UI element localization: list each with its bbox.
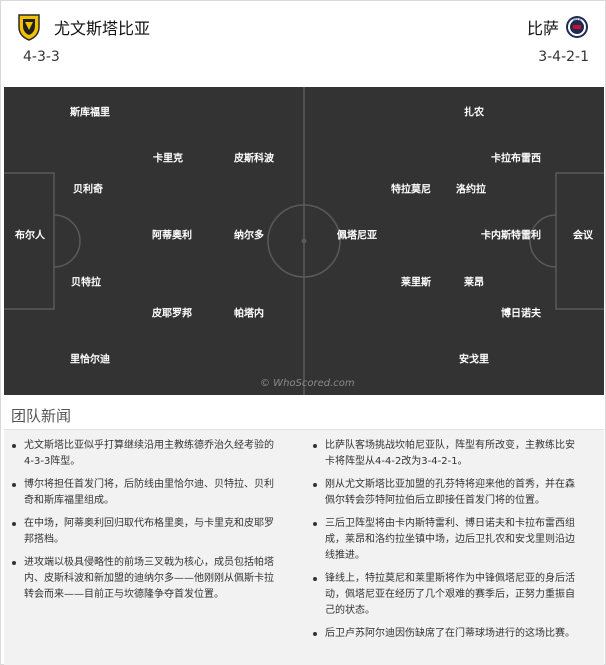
pitch: 斯库福里 贝利奇 布尔人 贝特拉 里恰尔迪 卡里克 阿蒂奥利 皮耶罗邦 皮斯科波… [4, 87, 604, 395]
news-item: 尤文斯塔比亚似乎打算继续沿用主教练德乔治久经考验的4-3-3阵型。 [10, 438, 280, 470]
news-item: 博尔将担任首发门将，后防线由里恰尔迪、贝特拉、贝利奇和斯库福里组成。 [10, 477, 280, 509]
whoscored-watermark: © WhoScored.com [260, 378, 355, 389]
team-news-title: 团队新闻 [11, 407, 72, 425]
home-team[interactable]: 尤文斯塔比亚 [17, 13, 150, 41]
home-formation: 4-3-3 [23, 49, 60, 65]
player-away-4[interactable]: 洛约拉 [456, 184, 486, 196]
player-away-9[interactable]: 莱昂 [464, 277, 484, 289]
player-home-4[interactable]: 贝特拉 [71, 277, 101, 289]
pisa-crest-icon: PISA [566, 16, 588, 38]
match-header: 尤文斯塔比亚 4-3-3 比萨 PISA 3-4-2-1 [1, 1, 605, 87]
player-home-6[interactable]: 卡里克 [153, 153, 183, 165]
player-home-2[interactable]: 贝利奇 [73, 184, 103, 196]
player-away-6[interactable]: 卡内斯特雷利 [481, 230, 541, 242]
player-away-3[interactable]: 特拉莫尼 [391, 184, 431, 196]
player-away-10[interactable]: 博日诺夫 [501, 308, 541, 320]
player-home-8[interactable]: 皮耶罗邦 [152, 308, 192, 320]
player-home-10[interactable]: 纳尔多 [234, 230, 264, 242]
news-item: 进攻端以极具侵略性的前场三叉戟为核心，成员包括帕塔内、皮斯科波和新加盟的迪纳尔多… [10, 555, 280, 603]
player-home-5[interactable]: 里恰尔迪 [70, 354, 110, 366]
home-team-name[interactable]: 尤文斯塔比亚 [54, 19, 151, 38]
news-item: 三后卫阵型将由卡内斯特雷利、博日诺夫和卡拉布雷西组成，莱昂和洛约拉坐镇中场，边后… [311, 516, 581, 564]
player-away-11[interactable]: 安戈里 [459, 354, 489, 366]
player-away-8[interactable]: 莱里斯 [401, 277, 431, 289]
player-home-3[interactable]: 布尔人 [15, 230, 45, 242]
away-formation: 3-4-2-1 [538, 49, 589, 65]
player-home-9[interactable]: 皮斯科波 [234, 153, 274, 165]
news-item: 刚从尤文斯塔比亚加盟的孔芬特将迎来他的首秀，并在森佩尔转会莎特阿拉伯后立即接任首… [311, 477, 581, 509]
home-news-list: 尤文斯塔比亚似乎打算继续沿用主教练德乔治久经考验的4-3-3阵型。 博尔将担任首… [10, 438, 280, 610]
away-team-name[interactable]: 比萨 [526, 19, 559, 38]
news-item: 后卫卢苏阿尔迪因伤缺席了在门蒂球场进行的这场比赛。 [311, 626, 581, 642]
juve-stabia-crest-icon [18, 14, 40, 41]
player-away-5[interactable]: 佩塔尼亚 [337, 230, 377, 242]
team-news-panel: 尤文斯塔比亚似乎打算继续沿用主教练德乔治久经考验的4-3-3阵型。 博尔将担任首… [4, 429, 604, 665]
player-home-1[interactable]: 斯库福里 [70, 107, 110, 119]
away-team[interactable]: 比萨 PISA [527, 13, 589, 41]
pitch-lines [4, 87, 604, 395]
news-item: 比萨队客场挑战坎帕尼亚队，阵型有所改变，主教练比安卡将阵型从4-4-2改为3-4… [311, 438, 581, 470]
player-away-1[interactable]: 扎农 [464, 107, 484, 119]
news-item: 锋线上，特拉莫尼和莱里斯将作为中锋佩塔尼亚的身后活动，佩塔尼亚在经历了几个艰难的… [311, 571, 581, 619]
player-home-7[interactable]: 阿蒂奥利 [152, 230, 192, 242]
player-away-2[interactable]: 卡拉布雷西 [491, 153, 541, 165]
away-news-list: 比萨队客场挑战坎帕尼亚队，阵型有所改变，主教练比安卡将阵型从4-4-2改为3-4… [311, 438, 581, 649]
news-item: 在中场，阿蒂奥利回归取代布格里奥，与卡里克和皮耶罗邦搭档。 [10, 516, 280, 548]
player-home-11[interactable]: 帕塔内 [234, 308, 264, 320]
player-away-7[interactable]: 会议 [573, 230, 593, 242]
svg-text:PISA: PISA [573, 18, 582, 23]
